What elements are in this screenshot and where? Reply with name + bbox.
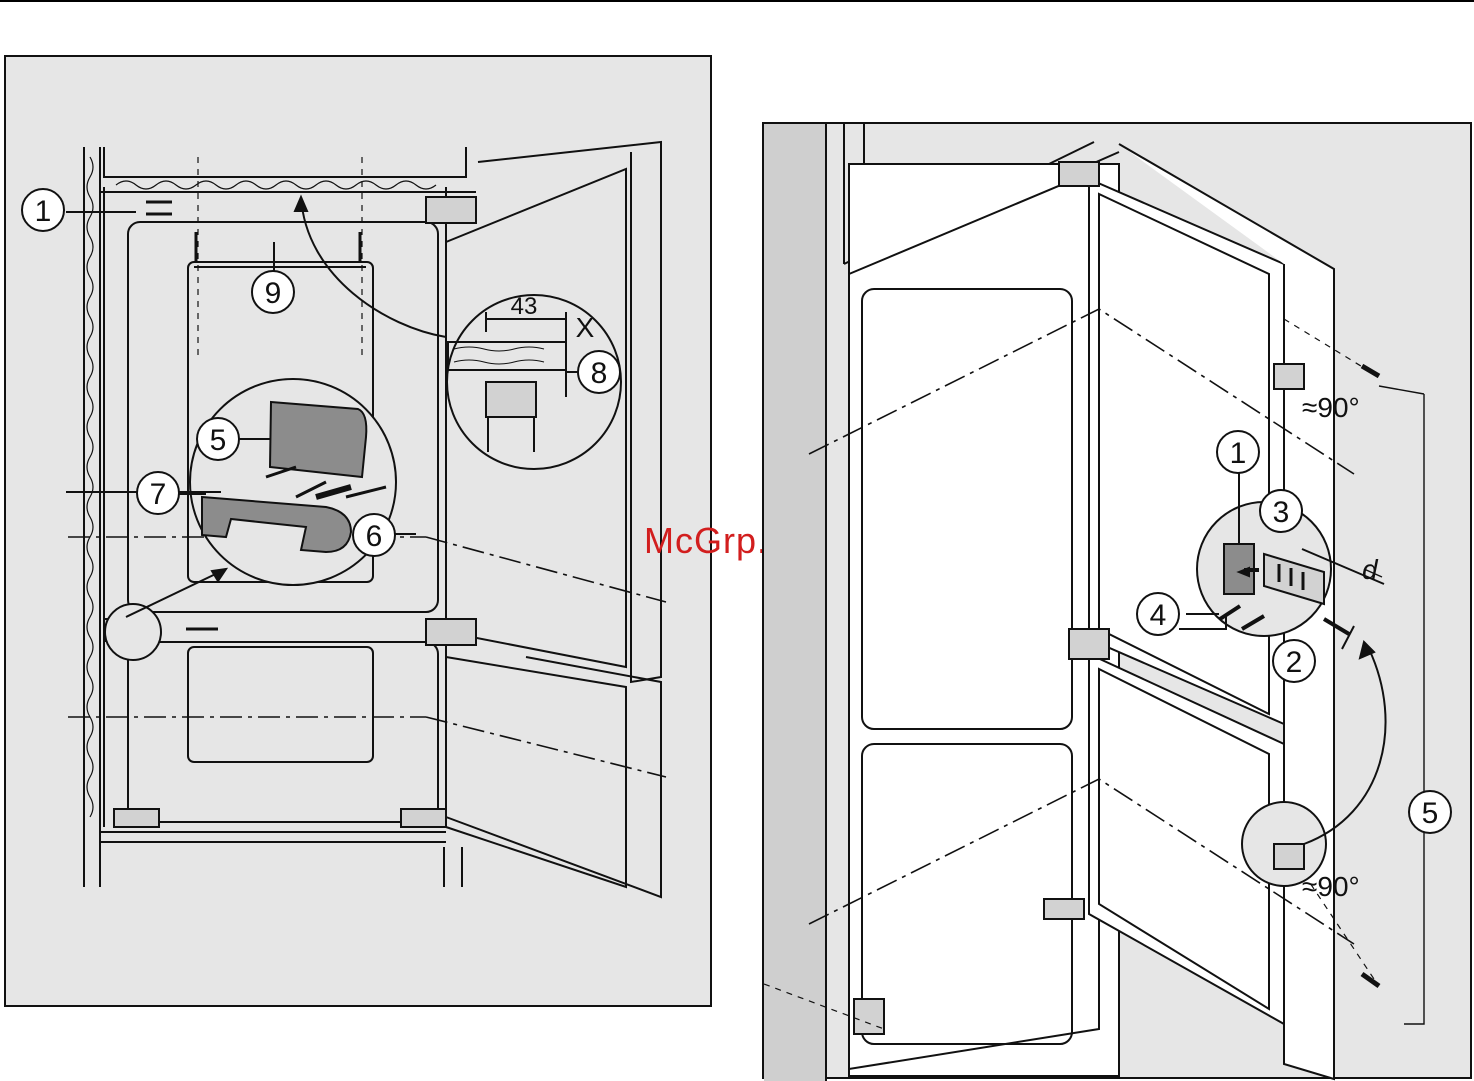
svg-text:1: 1 <box>1230 437 1247 470</box>
callout-3: 3 <box>1260 490 1302 532</box>
callout-8: 8 <box>578 351 620 393</box>
callout-5-right: 5 <box>1409 791 1451 833</box>
callout-5-left: 5 <box>197 418 239 460</box>
svg-text:6: 6 <box>366 520 383 553</box>
svg-text:7: 7 <box>150 478 167 511</box>
angle-label-lower: ≈90° <box>1302 871 1360 902</box>
callout-4: 4 <box>1137 593 1179 635</box>
left-diagram: 1 9 5 7 6 8 43 X <box>6 57 714 1009</box>
svg-text:9: 9 <box>265 277 282 310</box>
callout-1-right: 1 <box>1217 431 1259 473</box>
left-diagram-panel: 1 9 5 7 6 8 43 X <box>4 55 712 1007</box>
svg-text:2: 2 <box>1286 646 1303 679</box>
dimension-43: 43 <box>511 293 538 320</box>
handle-bracket <box>270 402 366 477</box>
svg-text:5: 5 <box>210 424 227 457</box>
svg-text:8: 8 <box>591 357 608 390</box>
right-diagram: 1 3 4 2 5 ≈90° ≈90° d <box>764 124 1474 1081</box>
callout-1-left: 1 <box>22 189 64 231</box>
axis-x-label: X <box>576 312 595 343</box>
top-rule <box>0 0 1474 2</box>
cabinet-top-board <box>104 147 466 177</box>
svg-text:4: 4 <box>1150 599 1167 632</box>
right-diagram-panel: 1 3 4 2 5 ≈90° ≈90° d <box>762 122 1472 1079</box>
angle-label-upper: ≈90° <box>1302 392 1360 423</box>
callout-2: 2 <box>1273 640 1315 682</box>
cabinet-left-wall <box>84 147 100 887</box>
callout-7: 7 <box>137 472 179 514</box>
svg-text:1: 1 <box>35 195 52 228</box>
callout-6: 6 <box>353 514 395 556</box>
svg-text:3: 3 <box>1273 496 1290 529</box>
callout-9: 9 <box>252 271 294 313</box>
door-lower <box>446 657 661 897</box>
svg-text:5: 5 <box>1422 797 1439 830</box>
distance-d-label: d <box>1362 554 1379 585</box>
fridge-liner-lower <box>128 642 438 822</box>
